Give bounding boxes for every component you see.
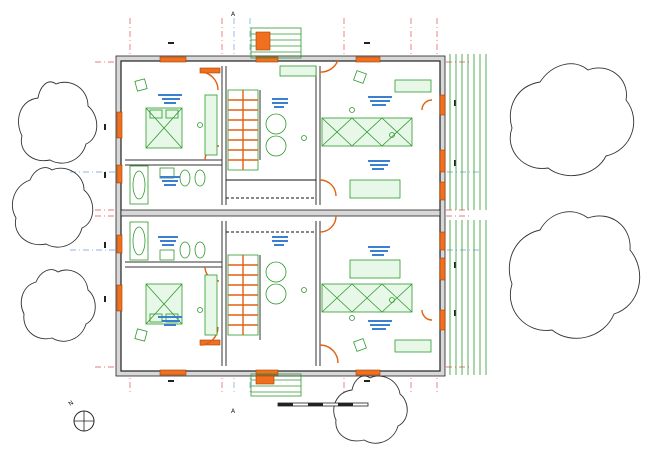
north-label: N (67, 399, 75, 407)
room-annotation-marks (158, 94, 392, 330)
fixture-symbols (197, 107, 395, 321)
bedroom-upper-furniture (134, 78, 218, 156)
tree-icon (509, 63, 635, 177)
living-lower-furniture (265, 259, 432, 353)
window-frames (116, 56, 446, 376)
tree-icon (508, 211, 641, 339)
tree-icon (18, 81, 98, 164)
living-upper-furniture (265, 65, 432, 199)
scale-bar-icon (277, 402, 369, 407)
staircase-lower (227, 254, 259, 336)
entry-steps-top (250, 27, 302, 59)
section-marker-bottom: A (231, 408, 236, 415)
tree-icon (20, 269, 96, 342)
interior-walls (125, 66, 321, 366)
entry-steps-bottom (250, 373, 302, 397)
section-marker-top: A (231, 11, 236, 18)
tree-icon (333, 375, 408, 444)
staircase-upper (227, 89, 259, 171)
terrace-decking (449, 54, 487, 375)
tree-icon (12, 167, 94, 248)
north-arrow-icon: N (67, 399, 95, 432)
section-marker-icon: A A (231, 11, 236, 415)
bathroom-lower (129, 221, 206, 261)
